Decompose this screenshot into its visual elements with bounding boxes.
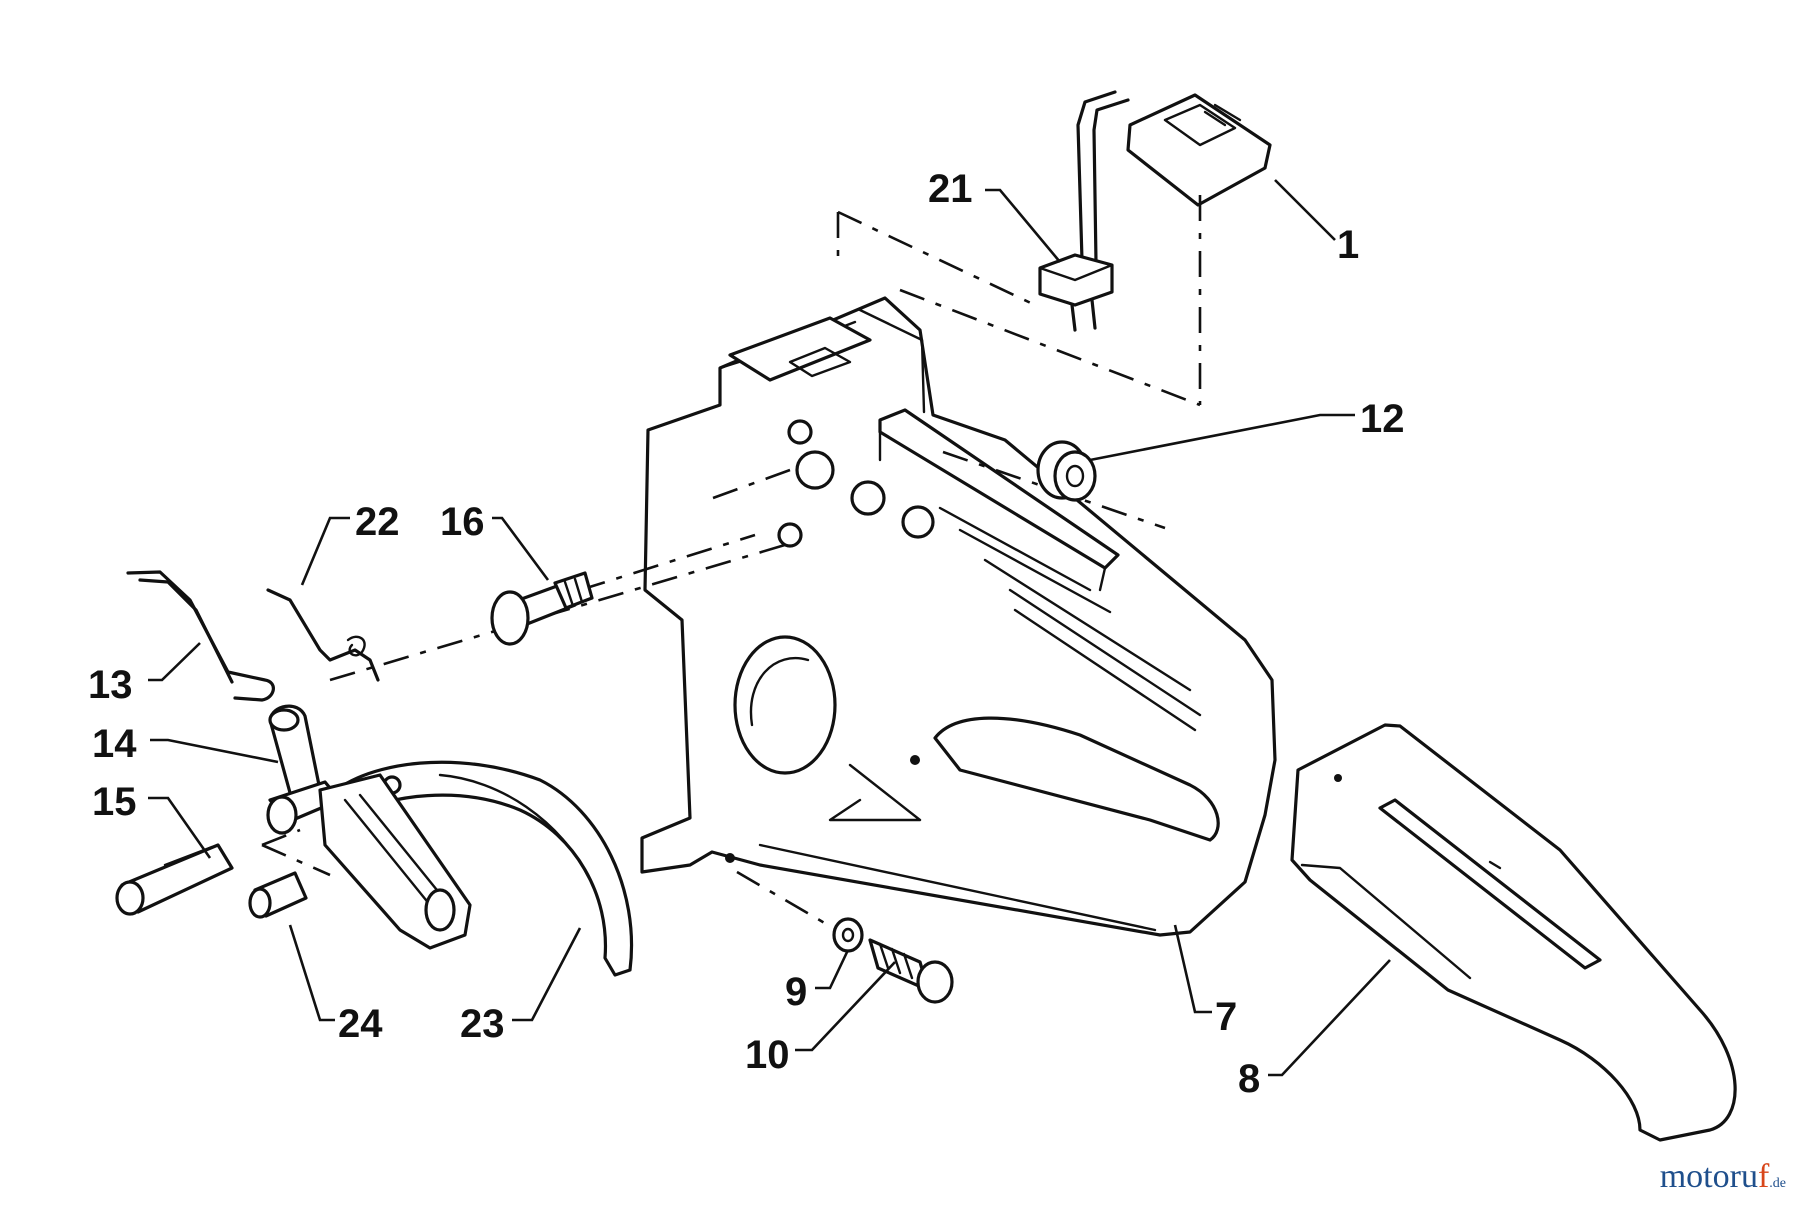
callout-16: 16 (440, 500, 485, 544)
part-22-spring (266, 588, 380, 682)
part-16-stud (490, 571, 594, 646)
callout-24: 24 (338, 1002, 383, 1046)
watermark-logo: motoruf.de (1660, 1158, 1786, 1196)
watermark-tld: .de (1769, 1176, 1786, 1191)
part-9-washer (832, 917, 864, 953)
part-8-handle-cover (1290, 723, 1737, 1142)
callout-10: 10 (745, 1033, 790, 1077)
callout-8: 8 (1238, 1057, 1260, 1101)
part-21-grommet (1038, 253, 1114, 332)
callout-1: 1 (1337, 223, 1359, 267)
leader-lines (148, 179, 1391, 1077)
callout-9: 9 (785, 970, 807, 1014)
part-13-wire (126, 570, 275, 702)
part-7-housing (640, 296, 1277, 937)
assembly-guide-pin (261, 828, 331, 877)
watermark-main: motoru (1659, 1158, 1758, 1195)
part-15-pin (115, 843, 234, 916)
part-12-bushing (1036, 440, 1097, 502)
part-24-sleeve (248, 871, 308, 919)
part-14-hand-guard (318, 773, 472, 950)
callout-23: 23 (460, 1002, 505, 1046)
callout-labels: 1 21 12 22 16 13 14 15 24 23 9 10 7 8 (88, 167, 1405, 1101)
part-10-bolt (868, 938, 954, 1004)
callout-21: 21 (928, 167, 973, 211)
callout-12: 12 (1360, 397, 1405, 441)
callout-14: 14 (92, 722, 137, 766)
watermark-accent: f (1757, 1158, 1770, 1195)
callout-7: 7 (1215, 995, 1237, 1039)
part-1-latch (1076, 90, 1272, 264)
callout-13: 13 (88, 663, 133, 707)
callout-15: 15 (92, 780, 137, 824)
callout-22: 22 (355, 500, 400, 544)
